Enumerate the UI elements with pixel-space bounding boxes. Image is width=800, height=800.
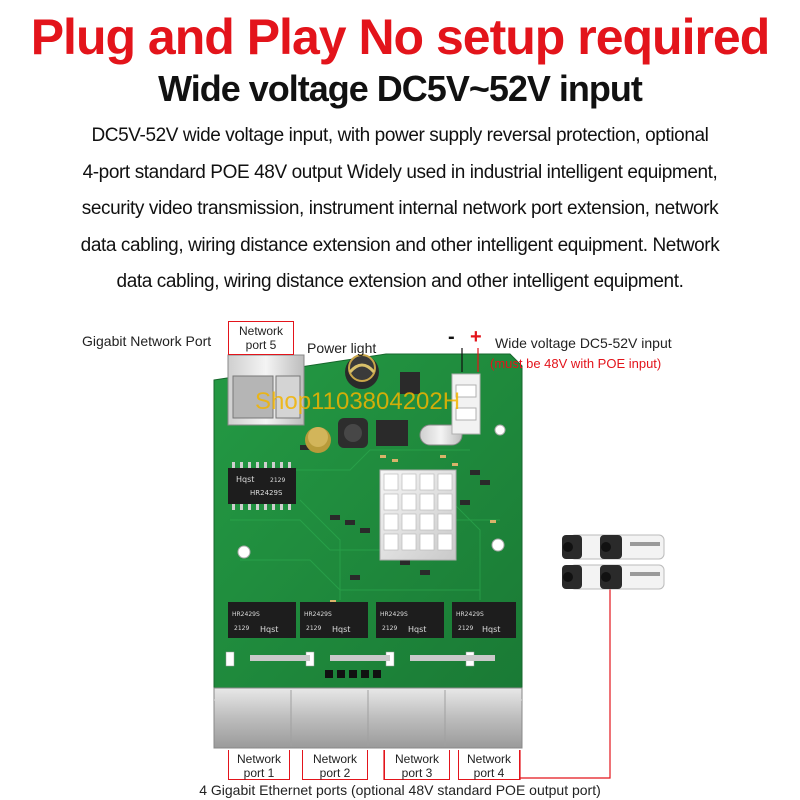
port-label-line: Network <box>236 752 281 766</box>
plus-sign: + <box>470 326 482 348</box>
port-2-label: Network port 2 <box>302 750 368 780</box>
camera-icon <box>600 534 665 560</box>
chip-code: HR2429S <box>456 611 484 618</box>
headline: Plug and Play No setup required <box>30 9 771 65</box>
port-label-line: Network <box>394 752 439 766</box>
transformer-chip: HR2429S 2129 Hqst <box>376 602 444 638</box>
power-light-label: Power light <box>307 340 377 356</box>
transformer-chip: HR2429S 2129 Hqst <box>452 602 516 638</box>
description: DC5V-52V wide voltage input, with power … <box>40 118 760 301</box>
port-label-line: Network <box>312 752 357 766</box>
chip-num: 2129 <box>458 625 473 632</box>
chip-brand: Hqst <box>332 625 350 634</box>
description-line: 4-port standard POE 48V output Widely us… <box>82 161 718 183</box>
port-4-label: Network port 4 <box>458 750 520 780</box>
chip-code: HR2429S <box>250 489 283 497</box>
description-line: security video transmission, instrument … <box>81 198 719 219</box>
subheadline: Wide voltage DC5V~52V input <box>158 68 643 109</box>
port-label-line: port 1 <box>243 766 275 780</box>
watermark: Shop1103804202H <box>255 388 461 415</box>
description-line: data cabling, wiring distance extension … <box>116 271 684 292</box>
chip-num: 2129 <box>306 625 321 632</box>
port-1-label: Network port 1 <box>228 750 290 780</box>
chip-code: HR2429S <box>380 611 408 618</box>
minus-sign: - <box>448 326 455 348</box>
chip-num: 2129 <box>382 625 397 632</box>
chip-num: 2129 <box>270 477 285 484</box>
chip-brand: Hqst <box>260 625 278 634</box>
port-label-line: Network <box>466 752 511 766</box>
regulator-ic <box>376 420 408 446</box>
chip-brand: Hqst <box>482 625 500 634</box>
rj45-port-5 <box>227 354 305 426</box>
port-5-label: Network port 5 <box>228 321 294 355</box>
gigabit-port-label: Gigabit Network Port <box>82 333 212 349</box>
port-label-line: Network <box>238 324 283 338</box>
transformer-chip: HR2429S 2129 Hqst <box>228 602 296 638</box>
ic-small <box>400 372 420 394</box>
inductor <box>338 418 368 448</box>
chip-num: 2129 <box>234 625 249 632</box>
footer-label: 4 Gigabit Ethernet ports (optional 48V s… <box>199 782 601 798</box>
description-line: DC5V-52V wide voltage input, with power … <box>91 125 709 146</box>
chip-brand: Hqst <box>408 625 426 634</box>
port-label-line: port 2 <box>319 766 351 780</box>
voltage-input-label: Wide voltage DC5-52V input <box>495 335 672 351</box>
port-3-label: Network port 3 <box>384 750 450 780</box>
rj45-port-block <box>213 687 523 749</box>
chip-code: HR2429S <box>304 611 332 618</box>
port-label-line: port 4 <box>473 766 505 780</box>
power-connector <box>451 373 481 435</box>
port-label-line: port 5 <box>245 338 277 352</box>
capacitor <box>345 354 379 389</box>
chip-brand: Hqst <box>236 475 254 484</box>
chip-code: HR2429S <box>232 611 260 618</box>
description-line: data cabling, wiring distance extension … <box>80 234 720 256</box>
poe-note-label: (must be 48V with POE input) <box>490 356 662 371</box>
transformer-chip-top: Hqst 2129 HR2429S <box>228 462 296 510</box>
port-label-line: port 3 <box>401 766 433 780</box>
capacitor-small <box>305 427 331 453</box>
camera-icon <box>600 564 665 590</box>
heatsink <box>379 469 457 561</box>
transformer-chip: HR2429S 2129 Hqst <box>300 602 368 638</box>
